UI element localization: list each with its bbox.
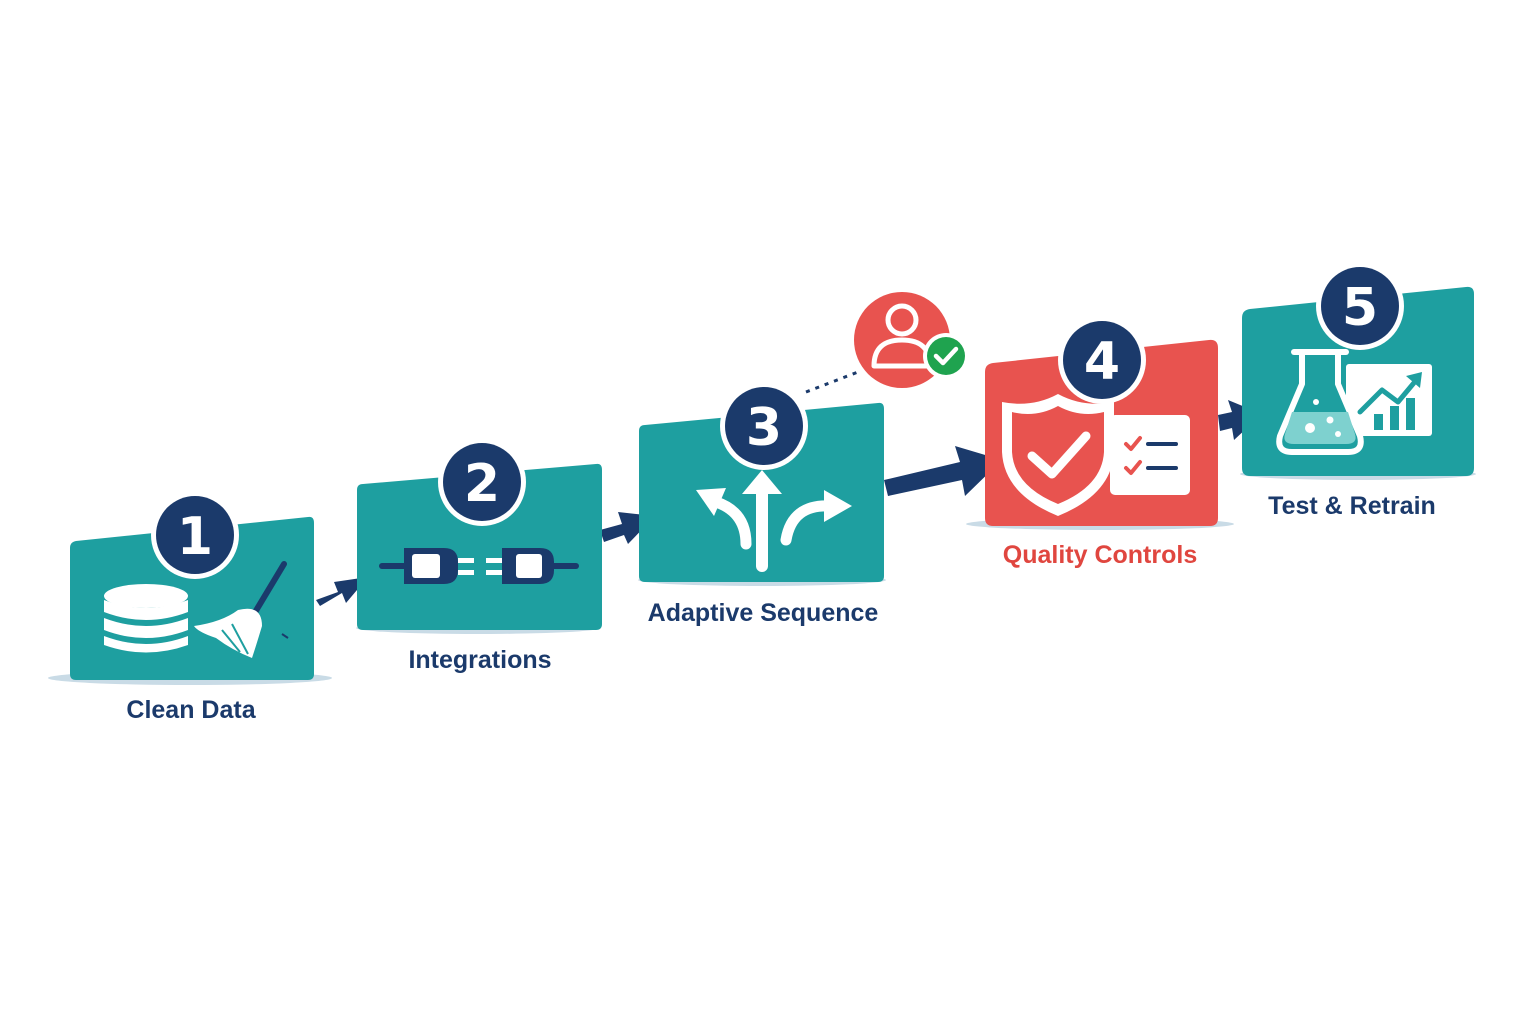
step-label-2: Integrations <box>408 646 552 674</box>
step-card-2 <box>356 463 602 634</box>
step-card-4 <box>966 339 1234 530</box>
flask-chart-icon <box>1276 349 1432 455</box>
arrow-1-to-2 <box>316 577 368 606</box>
step-badge-3: 3 <box>720 382 808 470</box>
branching-arrows-icon <box>696 470 852 572</box>
shield-checklist-icon <box>1002 394 1190 516</box>
step-badge-4: 4 <box>1058 316 1146 404</box>
user-approved-icon <box>854 292 969 388</box>
step-label-5: Test & Retrain <box>1268 492 1436 520</box>
step-badge-1: 1 <box>151 491 239 579</box>
step-badge-5: 5 <box>1316 262 1404 350</box>
step-card-5 <box>1240 286 1476 480</box>
step-label-1: Clean Data <box>126 696 256 724</box>
svg-text:3: 3 <box>746 398 782 458</box>
svg-text:4: 4 <box>1084 332 1120 392</box>
svg-text:1: 1 <box>177 507 213 567</box>
callout-connector <box>805 370 859 394</box>
plug-connector-icon <box>379 548 579 584</box>
database-broom-icon <box>104 561 289 658</box>
svg-text:2: 2 <box>464 454 500 514</box>
svg-text:5: 5 <box>1342 278 1378 338</box>
step-card-3 <box>638 402 886 586</box>
step-card-1 <box>48 516 332 685</box>
step-label-3: Adaptive Sequence <box>647 599 879 627</box>
arrow-3-to-4 <box>884 446 1002 496</box>
step-label-4: Quality Controls <box>1002 541 1198 569</box>
step-badge-2: 2 <box>438 438 526 526</box>
